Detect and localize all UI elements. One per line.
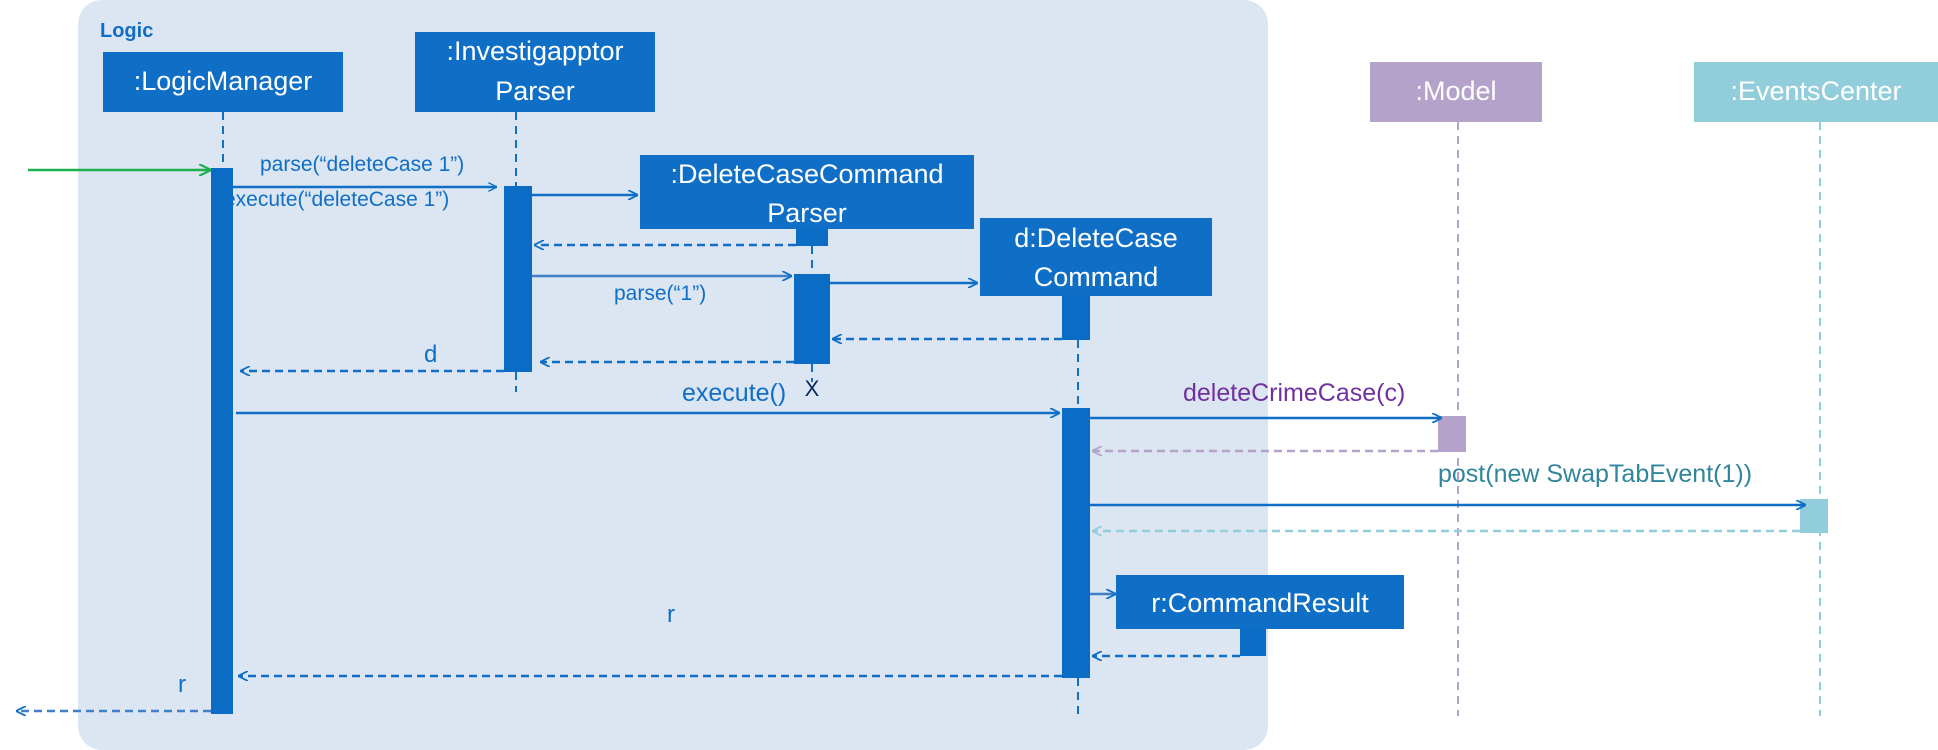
parser-box [415, 32, 655, 112]
model-activation [1438, 416, 1466, 452]
logic-manager-activation [211, 168, 233, 714]
dc-parser-activation [794, 274, 830, 364]
delete-crime-case-message: deleteCrimeCase(c) [1183, 379, 1405, 407]
command-activation [1062, 408, 1090, 678]
parse-arg-message: parse(“1”) [614, 282, 706, 305]
parse-input-message: parse(“deleteCase 1”) [260, 153, 464, 176]
parser-label-line1: :Investigapptor [446, 36, 623, 66]
command-result-label: r:CommandResult [1151, 588, 1369, 618]
parser-activation [504, 186, 532, 372]
return-d-message: d [424, 341, 437, 368]
events-center-box [1694, 62, 1938, 122]
command-box [980, 218, 1212, 296]
command-label-line1: d:DeleteCase [1014, 223, 1178, 253]
post-event-message: post(new SwapTabEvent(1)) [1438, 460, 1752, 488]
dc-parser-box [640, 155, 974, 229]
dc-parser-activation-top [796, 229, 828, 246]
model-label: :Model [1415, 76, 1496, 106]
logic-manager-label: :LogicManager [134, 66, 313, 96]
dc-parser-label-line1: :DeleteCaseCommand [670, 159, 943, 189]
command-activation-top [1062, 296, 1090, 340]
destroy-mark: X [805, 376, 820, 401]
command-label-line2: Command [1034, 262, 1159, 292]
logic-frame-label: Logic [100, 20, 153, 42]
events-center-label: :EventsCenter [1730, 76, 1901, 106]
command-result-activation [1240, 629, 1266, 656]
dc-parser-label-line2: Parser [767, 198, 847, 228]
command-result-box [1116, 575, 1404, 629]
return-r-mid-message: r [667, 601, 675, 628]
model-box [1370, 62, 1542, 122]
return-r-out-message: r [178, 671, 186, 698]
execute-input-message: execute(“deleteCase 1”) [224, 188, 449, 211]
execute-message: execute() [682, 379, 786, 407]
parser-label-line2: Parser [495, 76, 575, 106]
logic-manager-box [103, 52, 343, 112]
